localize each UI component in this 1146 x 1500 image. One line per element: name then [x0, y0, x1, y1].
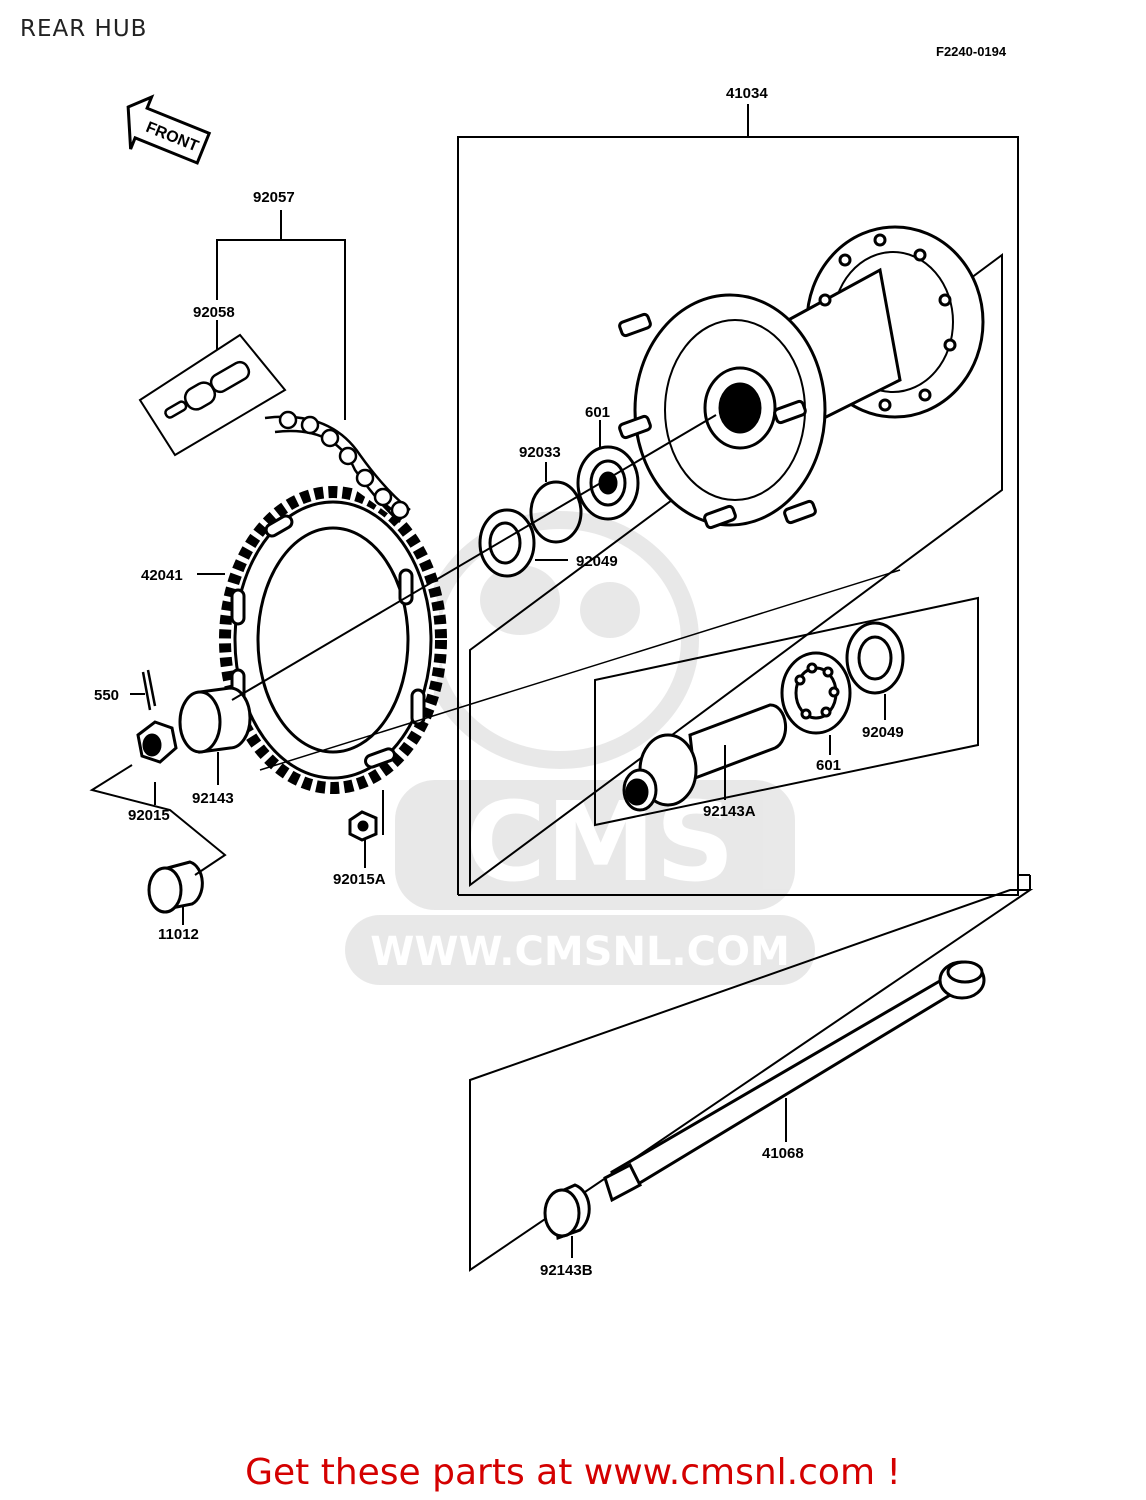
- part-label-42041[interactable]: 42041: [141, 567, 183, 584]
- master-link-92058: [138, 333, 287, 457]
- part-label-550[interactable]: 550: [94, 687, 119, 704]
- oil-seal-92049-upper: [478, 508, 536, 578]
- part-label-601-upper[interactable]: 601: [585, 404, 610, 421]
- nut-92015a: [348, 810, 378, 842]
- part-label-92058[interactable]: 92058: [193, 304, 235, 321]
- circlip-92033: [529, 480, 583, 544]
- oil-seal-92049-lower: [845, 621, 905, 695]
- part-label-41034[interactable]: 41034: [726, 85, 768, 102]
- part-label-92049-lower[interactable]: 92049: [862, 724, 904, 741]
- axle-nut-92015: [136, 720, 178, 764]
- spacer-kit-frame: [594, 596, 979, 827]
- footer-cta-link[interactable]: Get these parts at www.cmsnl.com !: [245, 1452, 901, 1493]
- axle-group-frame: [469, 889, 1034, 1272]
- front-direction-arrow: FRONT: [126, 94, 212, 165]
- diagram-code: F2240-0194: [936, 44, 1007, 59]
- exploded-parts-diagram: CMS WWW.CMSNL.COM FRONT: [89, 85, 1034, 1279]
- rear-hub: [618, 225, 985, 530]
- collar-92143b: [543, 1183, 591, 1241]
- watermark-url: WWW.CMSNL.COM: [370, 929, 790, 975]
- drive-chain-92057: [264, 410, 411, 523]
- axle-41068: [603, 960, 986, 1203]
- part-label-92033[interactable]: 92033: [519, 444, 561, 461]
- cap-11012: [147, 860, 204, 914]
- spacer-92143: [178, 686, 252, 754]
- spacer-92143a: [622, 703, 788, 812]
- leader-lines: [89, 210, 901, 1258]
- part-label-92049-upper[interactable]: 92049: [576, 553, 618, 570]
- part-label-92143a[interactable]: 92143A: [703, 803, 756, 820]
- bearing-601-lower: [780, 651, 852, 735]
- part-label-11012[interactable]: 11012: [158, 926, 199, 943]
- page-title: REAR HUB: [20, 16, 148, 42]
- part-label-92015a[interactable]: 92015A: [333, 871, 386, 888]
- hub-group-frame: [457, 104, 1031, 896]
- bearing-601-upper: [576, 445, 640, 521]
- watermark-brand: CMS: [465, 778, 734, 906]
- part-label-601-lower[interactable]: 601: [816, 757, 841, 774]
- part-label-92015[interactable]: 92015: [128, 807, 170, 824]
- part-label-41068[interactable]: 41068: [762, 1145, 804, 1162]
- cotter-pin-550: [141, 669, 157, 711]
- part-label-92143[interactable]: 92143: [192, 790, 234, 807]
- part-label-92143b[interactable]: 92143B: [540, 1262, 593, 1279]
- part-label-92057[interactable]: 92057: [253, 189, 295, 206]
- watermark: CMS WWW.CMSNL.COM: [345, 511, 815, 985]
